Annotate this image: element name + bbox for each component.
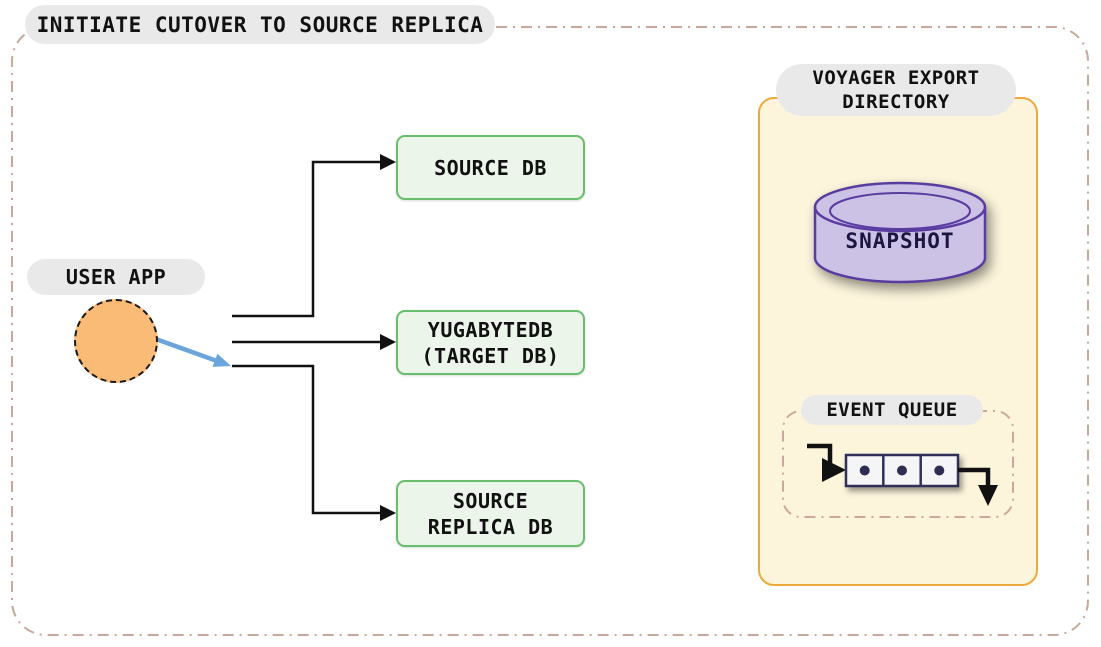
- user-app-label-badge: USER APP: [27, 259, 205, 295]
- source-replica-db-label-line2: REPLICA DB: [427, 514, 554, 539]
- connector-user-to-source-db: [232, 154, 396, 318]
- arrowhead-icon: [212, 353, 231, 367]
- voyager-export-directory-badge: VOYAGER EXPORT DIRECTORY: [776, 64, 1016, 116]
- event-queue-label: EVENT QUEUE: [826, 399, 958, 421]
- source-db-label: SOURCE DB: [434, 155, 547, 180]
- connector-user-app-blue-arrow: [150, 335, 231, 367]
- target-db-label-line2: (TARGET DB): [421, 343, 560, 368]
- diagram-title-badge: INITIATE CUTOVER TO SOURCE REPLICA: [25, 5, 495, 44]
- source-db-node: SOURCE DB: [396, 135, 585, 200]
- voyager-title-line1: VOYAGER EXPORT: [812, 67, 980, 89]
- connector-user-to-source-replica-db: [232, 364, 396, 521]
- target-db-node: YUGABYTEDB (TARGET DB): [396, 310, 585, 375]
- arrowhead-icon: [380, 154, 396, 170]
- target-db-label-line1: YUGABYTEDB: [427, 317, 554, 342]
- event-queue-badge: EVENT QUEUE: [801, 395, 983, 425]
- voyager-export-directory-panel: [758, 97, 1038, 586]
- connector-user-to-target-db: [232, 334, 396, 350]
- source-replica-db-node: SOURCE REPLICA DB: [396, 480, 585, 547]
- source-replica-db-label-line1: SOURCE: [452, 488, 529, 513]
- user-app-circle: [74, 299, 158, 383]
- voyager-title-line2: DIRECTORY: [842, 91, 950, 113]
- diagram-title: INITIATE CUTOVER TO SOURCE REPLICA: [36, 12, 484, 37]
- user-app-label: USER APP: [65, 265, 167, 289]
- arrowhead-icon: [380, 505, 396, 521]
- arrowhead-icon: [380, 334, 396, 350]
